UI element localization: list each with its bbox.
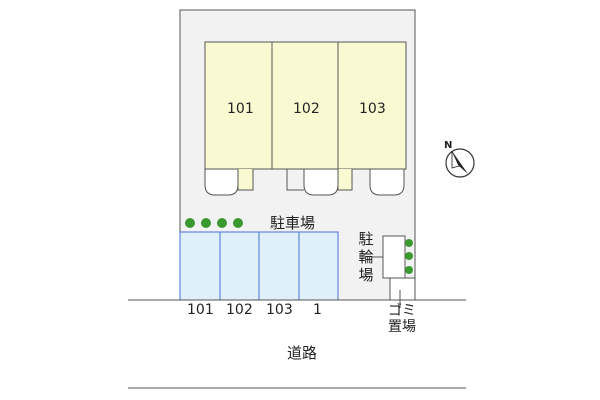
parking-space-label-101: 101 [187, 302, 214, 318]
parking-lot-label: 駐車場 [270, 214, 316, 232]
tree [233, 218, 243, 228]
building [204, 41, 407, 196]
building-lower-edge-2 [286, 169, 304, 191]
parking-space-label-102: 102 [226, 302, 253, 318]
unit-101 [204, 41, 273, 170]
tree-row [185, 218, 243, 228]
parking-space-103 [258, 231, 300, 301]
shrub [405, 239, 413, 247]
compass-icon [445, 148, 475, 178]
porch-101 [204, 168, 239, 196]
tree [201, 218, 211, 228]
tree [217, 218, 227, 228]
porch-102 [303, 168, 339, 196]
parking-lot [179, 231, 339, 301]
unit-103 [337, 41, 407, 170]
unit-102 [271, 41, 339, 170]
parking-space-1 [298, 231, 339, 301]
bicycle-parking-area [382, 235, 406, 279]
building-lower-edge-3 [337, 169, 353, 191]
shrub [405, 252, 413, 260]
garbage-area-label: ゴミ置場 [388, 303, 416, 335]
porch-103 [369, 168, 405, 196]
parking-space-102 [219, 231, 260, 301]
compass-north-label: N [444, 140, 453, 151]
unit-label-102: 102 [293, 101, 320, 117]
unit-label-103: 103 [359, 101, 386, 117]
parking-space-label-1: 1 [313, 302, 322, 318]
tree [185, 218, 195, 228]
road-label: 道路 [287, 344, 318, 362]
shrub [405, 266, 413, 274]
parking-space-101 [179, 231, 221, 301]
unit-label-101: 101 [227, 101, 254, 117]
building-lower-edge [237, 169, 254, 191]
bicycle-parking-label: 駐輪場 [358, 230, 374, 284]
garbage-area [389, 277, 416, 301]
parking-space-label-103: 103 [266, 302, 293, 318]
